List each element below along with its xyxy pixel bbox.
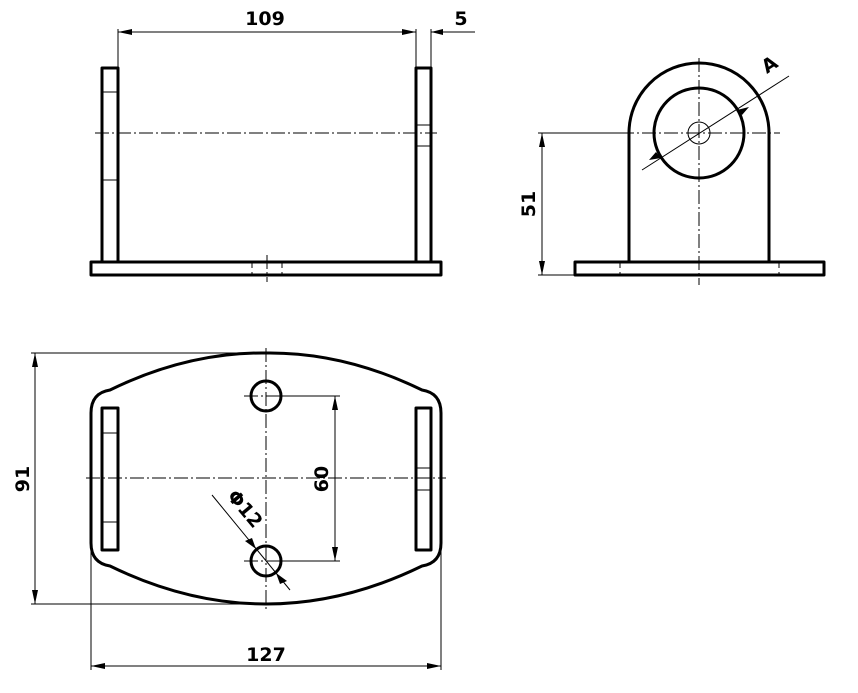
dimension-60: 60 — [282, 395, 340, 562]
dim-label-109: 109 — [245, 8, 285, 30]
arrowhead — [91, 663, 105, 669]
dim-label-127: 127 — [246, 644, 286, 666]
side-view: A 51 — [518, 52, 826, 285]
front-view: 109 5 — [89, 8, 475, 282]
dimension-127: 127 — [90, 543, 442, 670]
front-right-upright — [414, 66, 433, 264]
arrowhead — [431, 29, 443, 35]
arrowhead — [539, 133, 545, 147]
dimension-109: 109 — [117, 8, 417, 68]
arrowhead — [32, 590, 38, 604]
arrowhead — [245, 538, 256, 549]
dimension-5: 5 — [400, 8, 475, 68]
top-right-slot — [414, 406, 433, 552]
arrowhead — [32, 353, 38, 367]
dim-label-diameter-12: Φ12 — [222, 486, 266, 533]
arrowhead — [276, 573, 287, 584]
arrowhead — [332, 396, 338, 410]
front-base-plate — [89, 260, 443, 277]
dimension-51: 51 — [518, 132, 629, 276]
top-view: 91 60 Φ12 127 — [12, 348, 446, 670]
arrowhead — [539, 261, 545, 275]
front-left-upright — [100, 66, 120, 264]
dim-label-51: 51 — [518, 191, 540, 217]
dimension-91: 91 — [12, 352, 266, 605]
top-left-slot — [100, 406, 120, 552]
section-cut-line — [641, 75, 790, 171]
dim-label-60: 60 — [311, 466, 333, 492]
arrowhead — [649, 152, 661, 160]
dim-label-91: 91 — [12, 466, 34, 492]
arrowhead — [737, 107, 749, 115]
section-label-a: A — [758, 52, 783, 79]
arrowhead — [332, 547, 338, 561]
arrowhead — [427, 663, 441, 669]
dimension-diameter-12: Φ12 — [211, 486, 291, 591]
arrowhead — [118, 29, 132, 35]
dim-label-5: 5 — [454, 8, 467, 30]
